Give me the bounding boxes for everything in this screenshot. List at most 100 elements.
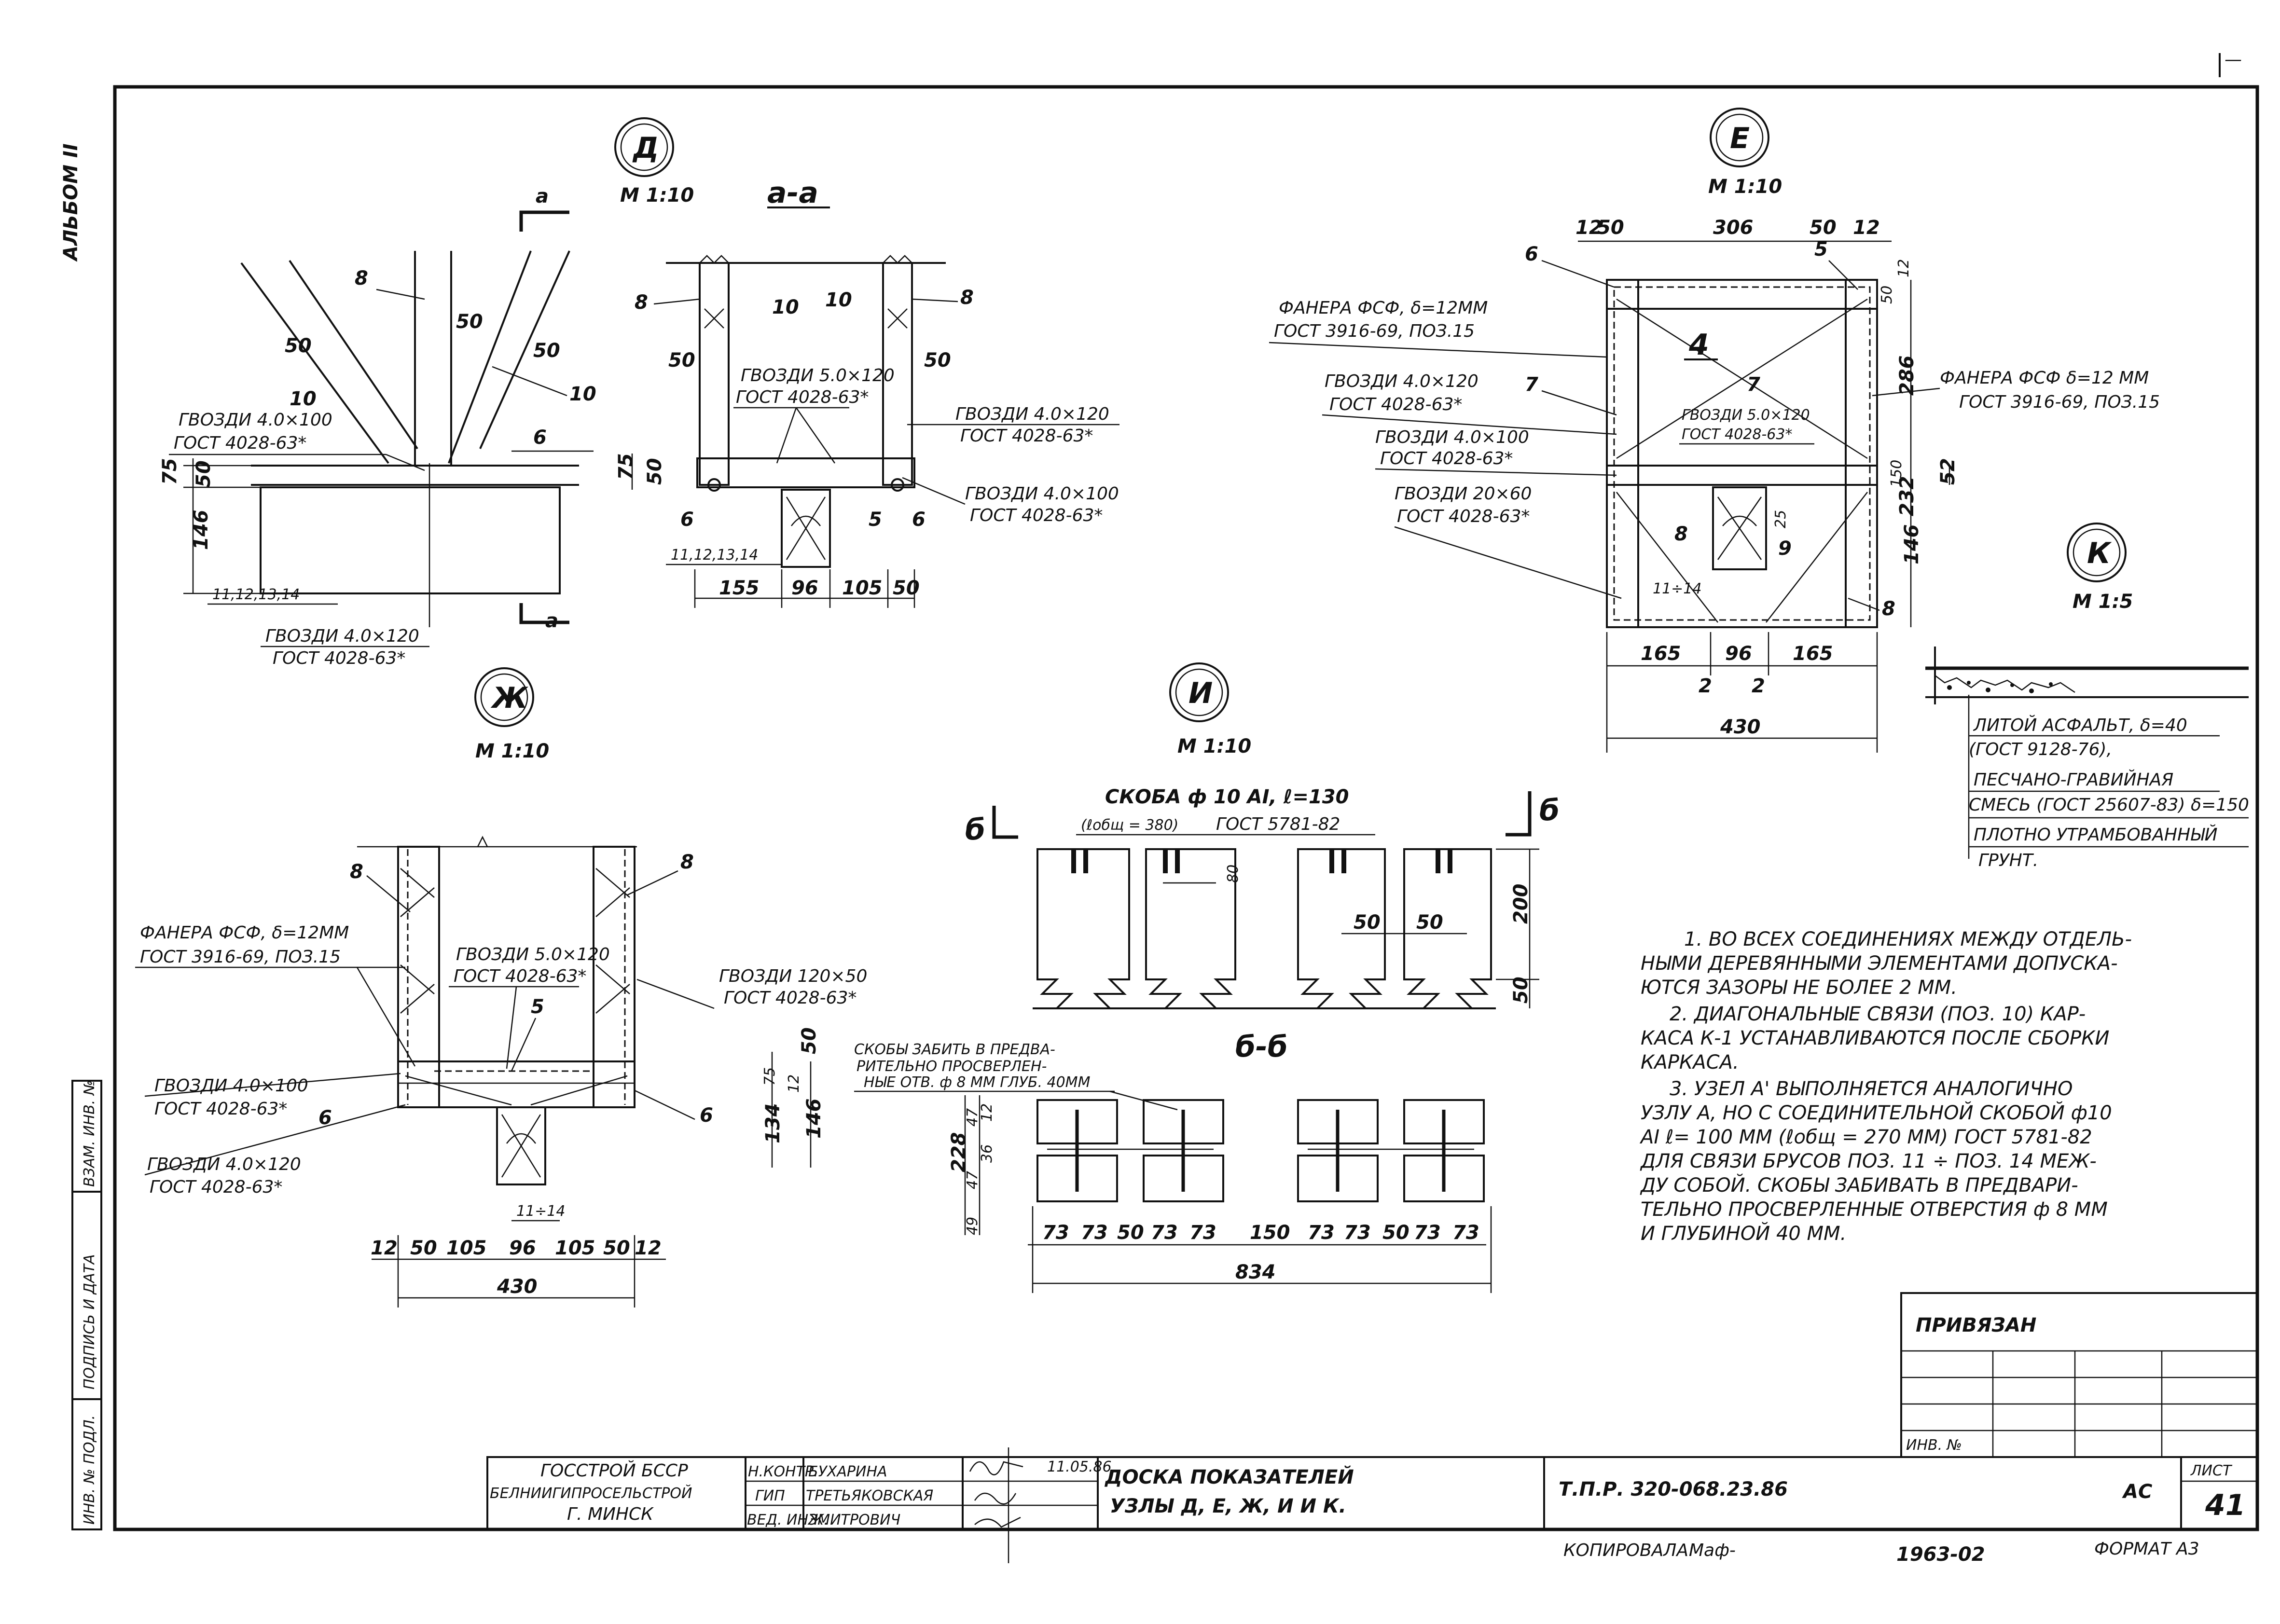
- node-i-dim-228: 228: [948, 1132, 970, 1173]
- node-i-staple-note-3: НЫЕ ОТВ. ф 8 ММ ГЛУБ. 40ММ: [864, 1074, 1091, 1091]
- node-d-nail2: ГВОЗДИ 4.0×120: [265, 626, 419, 646]
- node-zh-bdim-6: 12: [635, 1237, 662, 1259]
- node-d-dim-50: 50: [193, 460, 215, 487]
- title-block: ГОССТРОЙ БССР БЕЛНИИГИПРОСЕЛЬСТРОЙ Г. МИ…: [486, 1447, 2258, 1563]
- node-e-circle: [1710, 108, 1769, 167]
- node-i-dim-50b: 50: [1416, 911, 1443, 934]
- node-k-layer1: ЛИТОЙ АСФАЛЬТ, δ=40: [1973, 715, 2187, 735]
- node-e-pos-4: 4: [1688, 328, 1709, 362]
- node-k-layer2: ПЕСЧАНО-ГРАВИЙНАЯ: [1974, 770, 2173, 790]
- node-d-nail1-std: ГОСТ 4028-63*: [174, 433, 306, 453]
- node-e-bars: 11÷14: [1653, 580, 1701, 597]
- node-e-pos-7b: 7: [1747, 373, 1760, 396]
- node-e-dim-2a: 2: [1699, 675, 1712, 697]
- node-d-bars: 11,12,13,14: [212, 586, 300, 603]
- node-e-dim-165b: 165: [1793, 643, 1833, 665]
- node-zh-dim-50: 50: [798, 1027, 820, 1054]
- node-i-staple-total: (ℓобщ = 380): [1081, 817, 1178, 834]
- node-d-dim-146: 146: [190, 510, 212, 551]
- section-aa-dim-75: 75: [615, 453, 637, 480]
- node-k-label: К: [2087, 537, 2112, 570]
- footer-copied: КОПИРОВАЛА:: [1563, 1541, 1694, 1560]
- section-aa-dim-96: 96: [791, 577, 818, 599]
- node-i-bdim-9: 73: [1414, 1222, 1441, 1244]
- node-k-layer1-std: (ГОСТ 9128-76),: [1969, 740, 2112, 759]
- section-aa-dim-50a: 50: [668, 349, 695, 372]
- node-e-nail2: ГВОЗДИ 4.0×100: [1375, 427, 1529, 447]
- node-i-total-834: 834: [1235, 1261, 1276, 1283]
- section-aa-dim-50b: 50: [893, 577, 920, 599]
- node-e-plywood-l-std: ГОСТ 3916-69, ПОЗ.15: [1274, 321, 1475, 341]
- node-k-layer2b: СМЕСЬ (ГОСТ 25607-83) δ=150: [1969, 795, 2249, 815]
- node-k-layer3b: ГРУНТ.: [1978, 851, 2038, 870]
- node-zh-nail-r-std: ГОСТ 4028-63*: [724, 988, 857, 1008]
- node-i-bdim-5: 150: [1250, 1222, 1290, 1244]
- node-e-dim-96: 96: [1725, 643, 1752, 665]
- node-i-dim-50a: 50: [1354, 911, 1381, 934]
- node-k-layer3: ПЛОТНО УТРАМБОВАННЫЙ: [1974, 825, 2218, 845]
- node-e-dim-232: 232: [1896, 476, 1918, 517]
- album-label: АЛЬБОМ II: [60, 143, 82, 262]
- node-k: К М 1:5 ЛИТОЙ АСФАЛЬТ, δ=40 (ГОСТ 9128-7…: [1925, 523, 2249, 870]
- titleblock-date: 11.05.86: [1047, 1459, 1112, 1475]
- node-e-label: Е: [1730, 122, 1750, 155]
- node-e-nail-inner: ГВОЗДИ 5.0×120: [1682, 407, 1810, 424]
- node-i-dim-47b: 47: [964, 1171, 981, 1189]
- node-zh-bdim-4: 105: [555, 1237, 595, 1259]
- node-i: И М 1:10 б б СКОБА ф 10 АI, ℓ=130 (ℓобщ …: [854, 662, 1560, 1293]
- node-i-dim-200: 200: [1510, 884, 1532, 924]
- node-e-nail3: ГВОЗДИ 20×60: [1395, 484, 1532, 504]
- node-d-nail2-std: ГОСТ 4028-63*: [273, 648, 405, 668]
- node-i-bdim-3: 73: [1151, 1222, 1178, 1244]
- node-e-dim-306: 306: [1713, 217, 1754, 239]
- node-i-dim-47a: 47: [964, 1108, 981, 1127]
- node-d-pos-6: 6: [533, 427, 547, 449]
- privyazan-box: ПРИВЯЗАН ИНВ. №: [1900, 1292, 2258, 1458]
- node-zh-nail2-std: ГОСТ 4028-63*: [150, 1177, 282, 1197]
- node-e-pos-8b: 8: [1882, 598, 1895, 620]
- node-e-nail1: ГВОЗДИ 4.0×120: [1325, 372, 1479, 391]
- node-zh-nail1: ГВОЗДИ 4.0×100: [154, 1076, 308, 1096]
- titleblock-org1: ГОССТРОЙ БССР: [540, 1460, 688, 1481]
- titleblock-title1: ДОСКА ПОКАЗАТЕЛЕЙ: [1104, 1465, 1354, 1488]
- titleblock-role-2: ВЕД. ИНЖ.: [747, 1512, 829, 1528]
- node-e-dim-50: 50: [1597, 217, 1624, 239]
- signature-scribble-3: [974, 1516, 1021, 1528]
- section-aa-pos-6b: 6: [912, 509, 926, 531]
- section-aa-pos-8b: 8: [960, 287, 974, 309]
- note-line-5: КАРКАСА.: [1641, 1051, 1739, 1073]
- titleblock-name-0: БУХАРИНА: [808, 1463, 887, 1480]
- titleblock-name-2: ЗМИТРОВИЧ: [808, 1512, 900, 1528]
- node-i-cut-right: б: [1539, 794, 1560, 827]
- node-zh-total-430: 430: [497, 1276, 538, 1298]
- node-zh-label: Ж: [490, 681, 528, 715]
- node-e-plywood-l: ФАНЕРА ФСФ, δ=12ММ: [1279, 298, 1488, 318]
- node-e-dim-50b: 50: [1810, 217, 1837, 239]
- section-aa-title: а-а: [767, 176, 818, 210]
- section-aa-dim-50: 50: [644, 458, 666, 485]
- general-notes: 1. ВО ВСЕХ СОЕДИНЕНИЯХ МЕЖДУ ОТДЕЛЬ- НЫМ…: [1639, 928, 2132, 1245]
- note-line-4: КАСА К-1 УСТАНАВЛИВАЮТСЯ ПОСЛЕ СБОРКИ: [1641, 1027, 2109, 1049]
- left-strip-inv-podl: ИНВ. № ПОДЛ.: [81, 1415, 98, 1525]
- node-d-scale: М 1:10: [620, 184, 694, 206]
- node-i-bdim-4: 73: [1189, 1222, 1216, 1244]
- titleblock-org2: БЕЛНИИГИПРОСЕЛЬСТРОЙ: [490, 1485, 692, 1502]
- node-i-staple-note-2: РИТЕЛЬНО ПРОСВЕРЛЕН-: [857, 1058, 1047, 1075]
- left-strip-signature-date: ПОДПИСЬ И ДАТА: [81, 1254, 98, 1390]
- node-d: Д М 1:10 а а 75 50 146 8 50 50 50 10: [159, 117, 694, 668]
- section-aa-dim-50b: 50: [924, 349, 951, 372]
- node-k-circle: [2067, 523, 2127, 582]
- node-e-nail2-std: ГОСТ 4028-63*: [1380, 449, 1513, 468]
- inv-no-label: ИНВ. №: [1906, 1437, 1962, 1454]
- node-zh-dim-146: 146: [803, 1099, 825, 1139]
- node-zh-nail-inner-std: ГОСТ 4028-63*: [454, 966, 586, 986]
- footer-format: ФОРМАТ А3: [2094, 1539, 2199, 1559]
- node-d-label: Д: [632, 131, 659, 165]
- node-k-scale: М 1:5: [2073, 591, 2133, 613]
- node-i-dim-36: 36: [979, 1144, 995, 1163]
- node-e-scale: М 1:10: [1708, 176, 1782, 198]
- note-line-3: 2. ДИАГОНАЛЬНЫЕ СВЯЗИ (ПОЗ. 10) КАР-: [1670, 1003, 2086, 1025]
- node-e-nail1-std: ГОСТ 4028-63*: [1329, 395, 1462, 414]
- node-zh-nail-inner: ГВОЗДИ 5.0×120: [456, 945, 610, 964]
